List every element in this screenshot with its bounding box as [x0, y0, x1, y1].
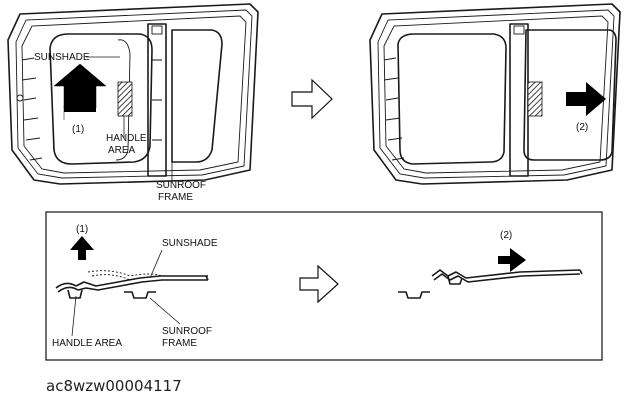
right-sunroof-figure: (2): [369, 3, 621, 185]
detail-label-step2: (2): [500, 230, 512, 241]
arrow-right-icon: [566, 82, 606, 116]
label-step2: (2): [576, 122, 588, 133]
label-handle: HANDLE: [106, 133, 147, 144]
image-code: ac8wzw00004117: [46, 377, 182, 395]
detail-arrow-up-icon: [70, 236, 94, 260]
handle-area-hatch: [117, 81, 133, 117]
label-sunroof: SUNROOF: [156, 180, 206, 191]
detail-label-step1: (1): [76, 224, 88, 235]
label-frame: FRAME: [158, 192, 193, 203]
label-area: AREA: [108, 145, 136, 156]
label-sunshade: SUNSHADE: [34, 52, 90, 63]
hollow-arrow-right-icon: [291, 78, 333, 120]
label-step1: (1): [72, 124, 84, 135]
detail-label-handle-area: HANDLE AREA: [52, 338, 122, 349]
cross-section-detail: (1) SUNSHADE HANDLE AREA SUNROOF FRAME (…: [45, 211, 603, 361]
detail-hollow-arrow-right-icon: [299, 264, 339, 304]
sunroof-frame-rail: [147, 23, 167, 177]
detail-arrow-right-icon: [498, 248, 526, 272]
detail-label-sunroof: SUNROOF: [162, 326, 212, 337]
left-sunroof-figure: SUNSHADE (1) HANDLE AREA SUNROOF FRAME: [7, 3, 259, 203]
detail-label-sunshade: SUNSHADE: [162, 238, 218, 249]
sunshade-panel-slid: [523, 29, 617, 161]
sunshade-panel: [49, 33, 153, 165]
detail-label-frame: FRAME: [162, 338, 197, 349]
